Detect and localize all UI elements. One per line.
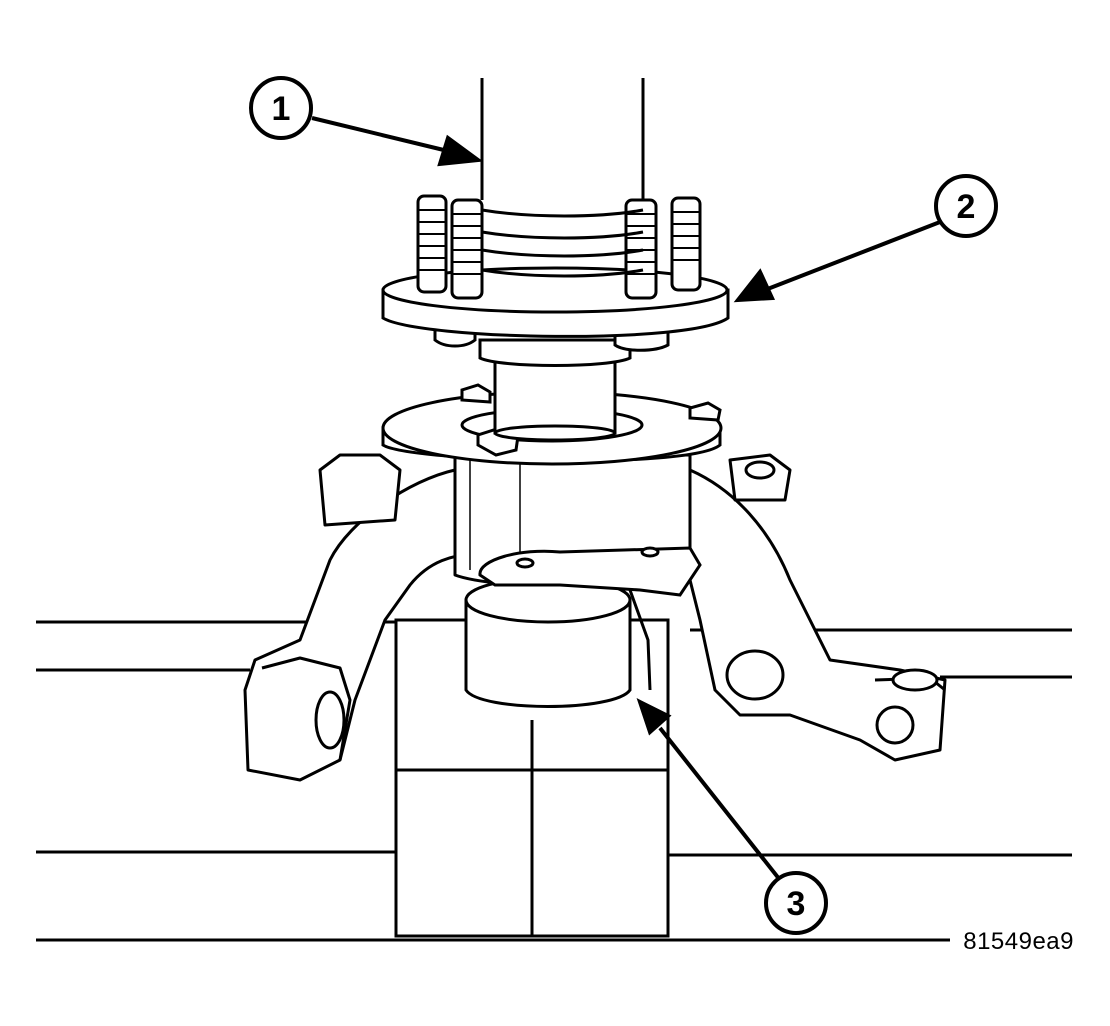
callout-3: 3 <box>764 871 828 935</box>
hub-shaft <box>433 323 670 442</box>
callout-2-label: 2 <box>957 188 976 226</box>
receiver-cup <box>464 546 702 708</box>
callout-1-label: 1 <box>272 90 291 128</box>
press-ram <box>480 78 645 278</box>
callout-1: 1 <box>249 76 313 140</box>
callout-arrows <box>311 116 941 882</box>
callout-3-label: 3 <box>787 885 806 923</box>
callout-2: 2 <box>934 174 998 238</box>
figure-id: 81549ea9 <box>963 928 1074 955</box>
